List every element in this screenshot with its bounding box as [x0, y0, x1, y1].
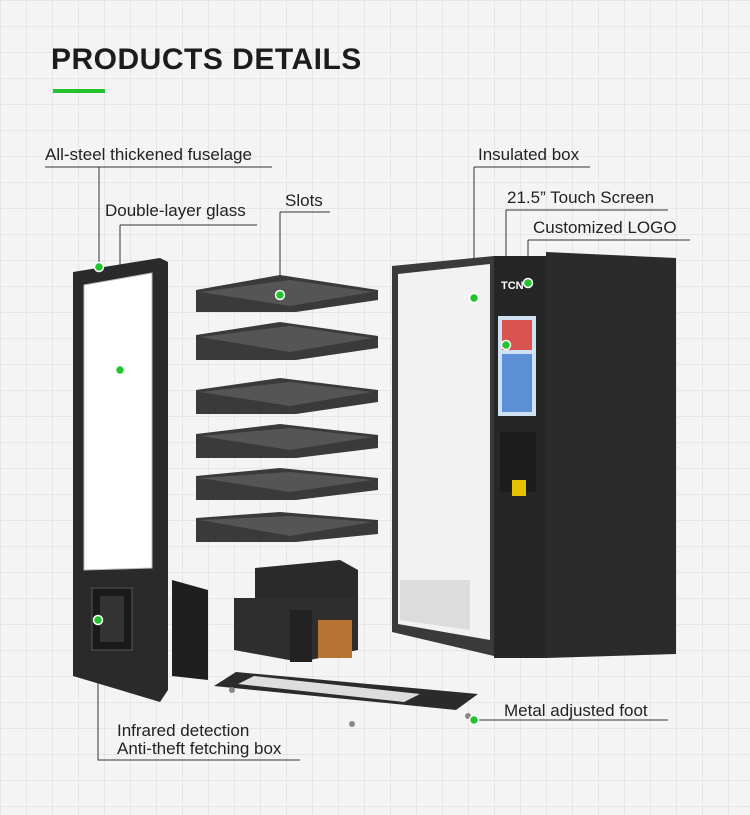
marker-logo: [522, 277, 534, 289]
callout-markers: [92, 261, 534, 726]
callout-logo: Customized LOGO: [533, 218, 677, 237]
callout-fetching-box: Anti-theft fetching box: [117, 739, 282, 758]
callout-fuselage: All-steel thickened fuselage: [45, 145, 252, 164]
base-plate: [214, 672, 478, 727]
callout-slots: Slots: [285, 191, 323, 210]
tray: [196, 424, 378, 458]
callout-infrared: Infrared detection: [117, 721, 250, 740]
tray: [196, 378, 378, 414]
machine-logo: TCN: [501, 280, 524, 292]
slot-trays: [196, 275, 378, 542]
marker-insulated: [468, 292, 480, 304]
callout-glass: Double-layer glass: [105, 201, 246, 220]
marker-fetching: [92, 614, 104, 626]
marker-touch: [500, 339, 512, 351]
marker-foot: [468, 714, 480, 726]
marker-slots: [274, 289, 286, 301]
marker-glass: [114, 364, 126, 376]
callout-touch-screen: 21.5” Touch Screen: [507, 188, 655, 207]
door: [73, 258, 208, 702]
refrigeration-unit: [234, 560, 358, 662]
tray: [196, 512, 378, 542]
tray: [196, 468, 378, 500]
tray: [196, 322, 378, 360]
tray: [196, 275, 378, 312]
page-title: PRODUCTS DETAILS: [51, 43, 362, 76]
title-underline: [53, 89, 105, 93]
marker-fuselage: [93, 261, 105, 273]
callout-foot: Metal adjusted foot: [504, 701, 648, 720]
callout-insulated-box: Insulated box: [478, 145, 580, 164]
cabinet: TCN: [392, 252, 676, 658]
